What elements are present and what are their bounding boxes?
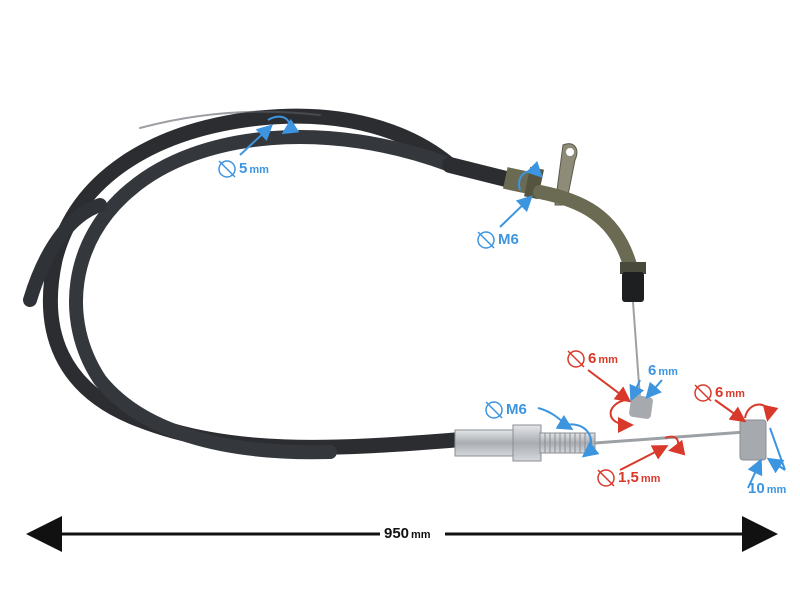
diameter-icon (597, 469, 615, 487)
outer-cable (23, 108, 518, 460)
top-fitting (503, 143, 653, 419)
label-top-adjuster-thread: M6 (476, 230, 519, 250)
bottom-fitting (454, 419, 767, 462)
annotation-lines-red (587, 369, 779, 471)
diameter-icon (694, 384, 712, 402)
label-bottom-adjuster-thread: M6 (484, 400, 527, 420)
diameter-icon (567, 350, 585, 368)
diameter-icon (218, 160, 236, 178)
annotation-lines-blue (239, 115, 786, 489)
diameter-icon (485, 401, 503, 419)
diameter-icon (477, 231, 495, 249)
